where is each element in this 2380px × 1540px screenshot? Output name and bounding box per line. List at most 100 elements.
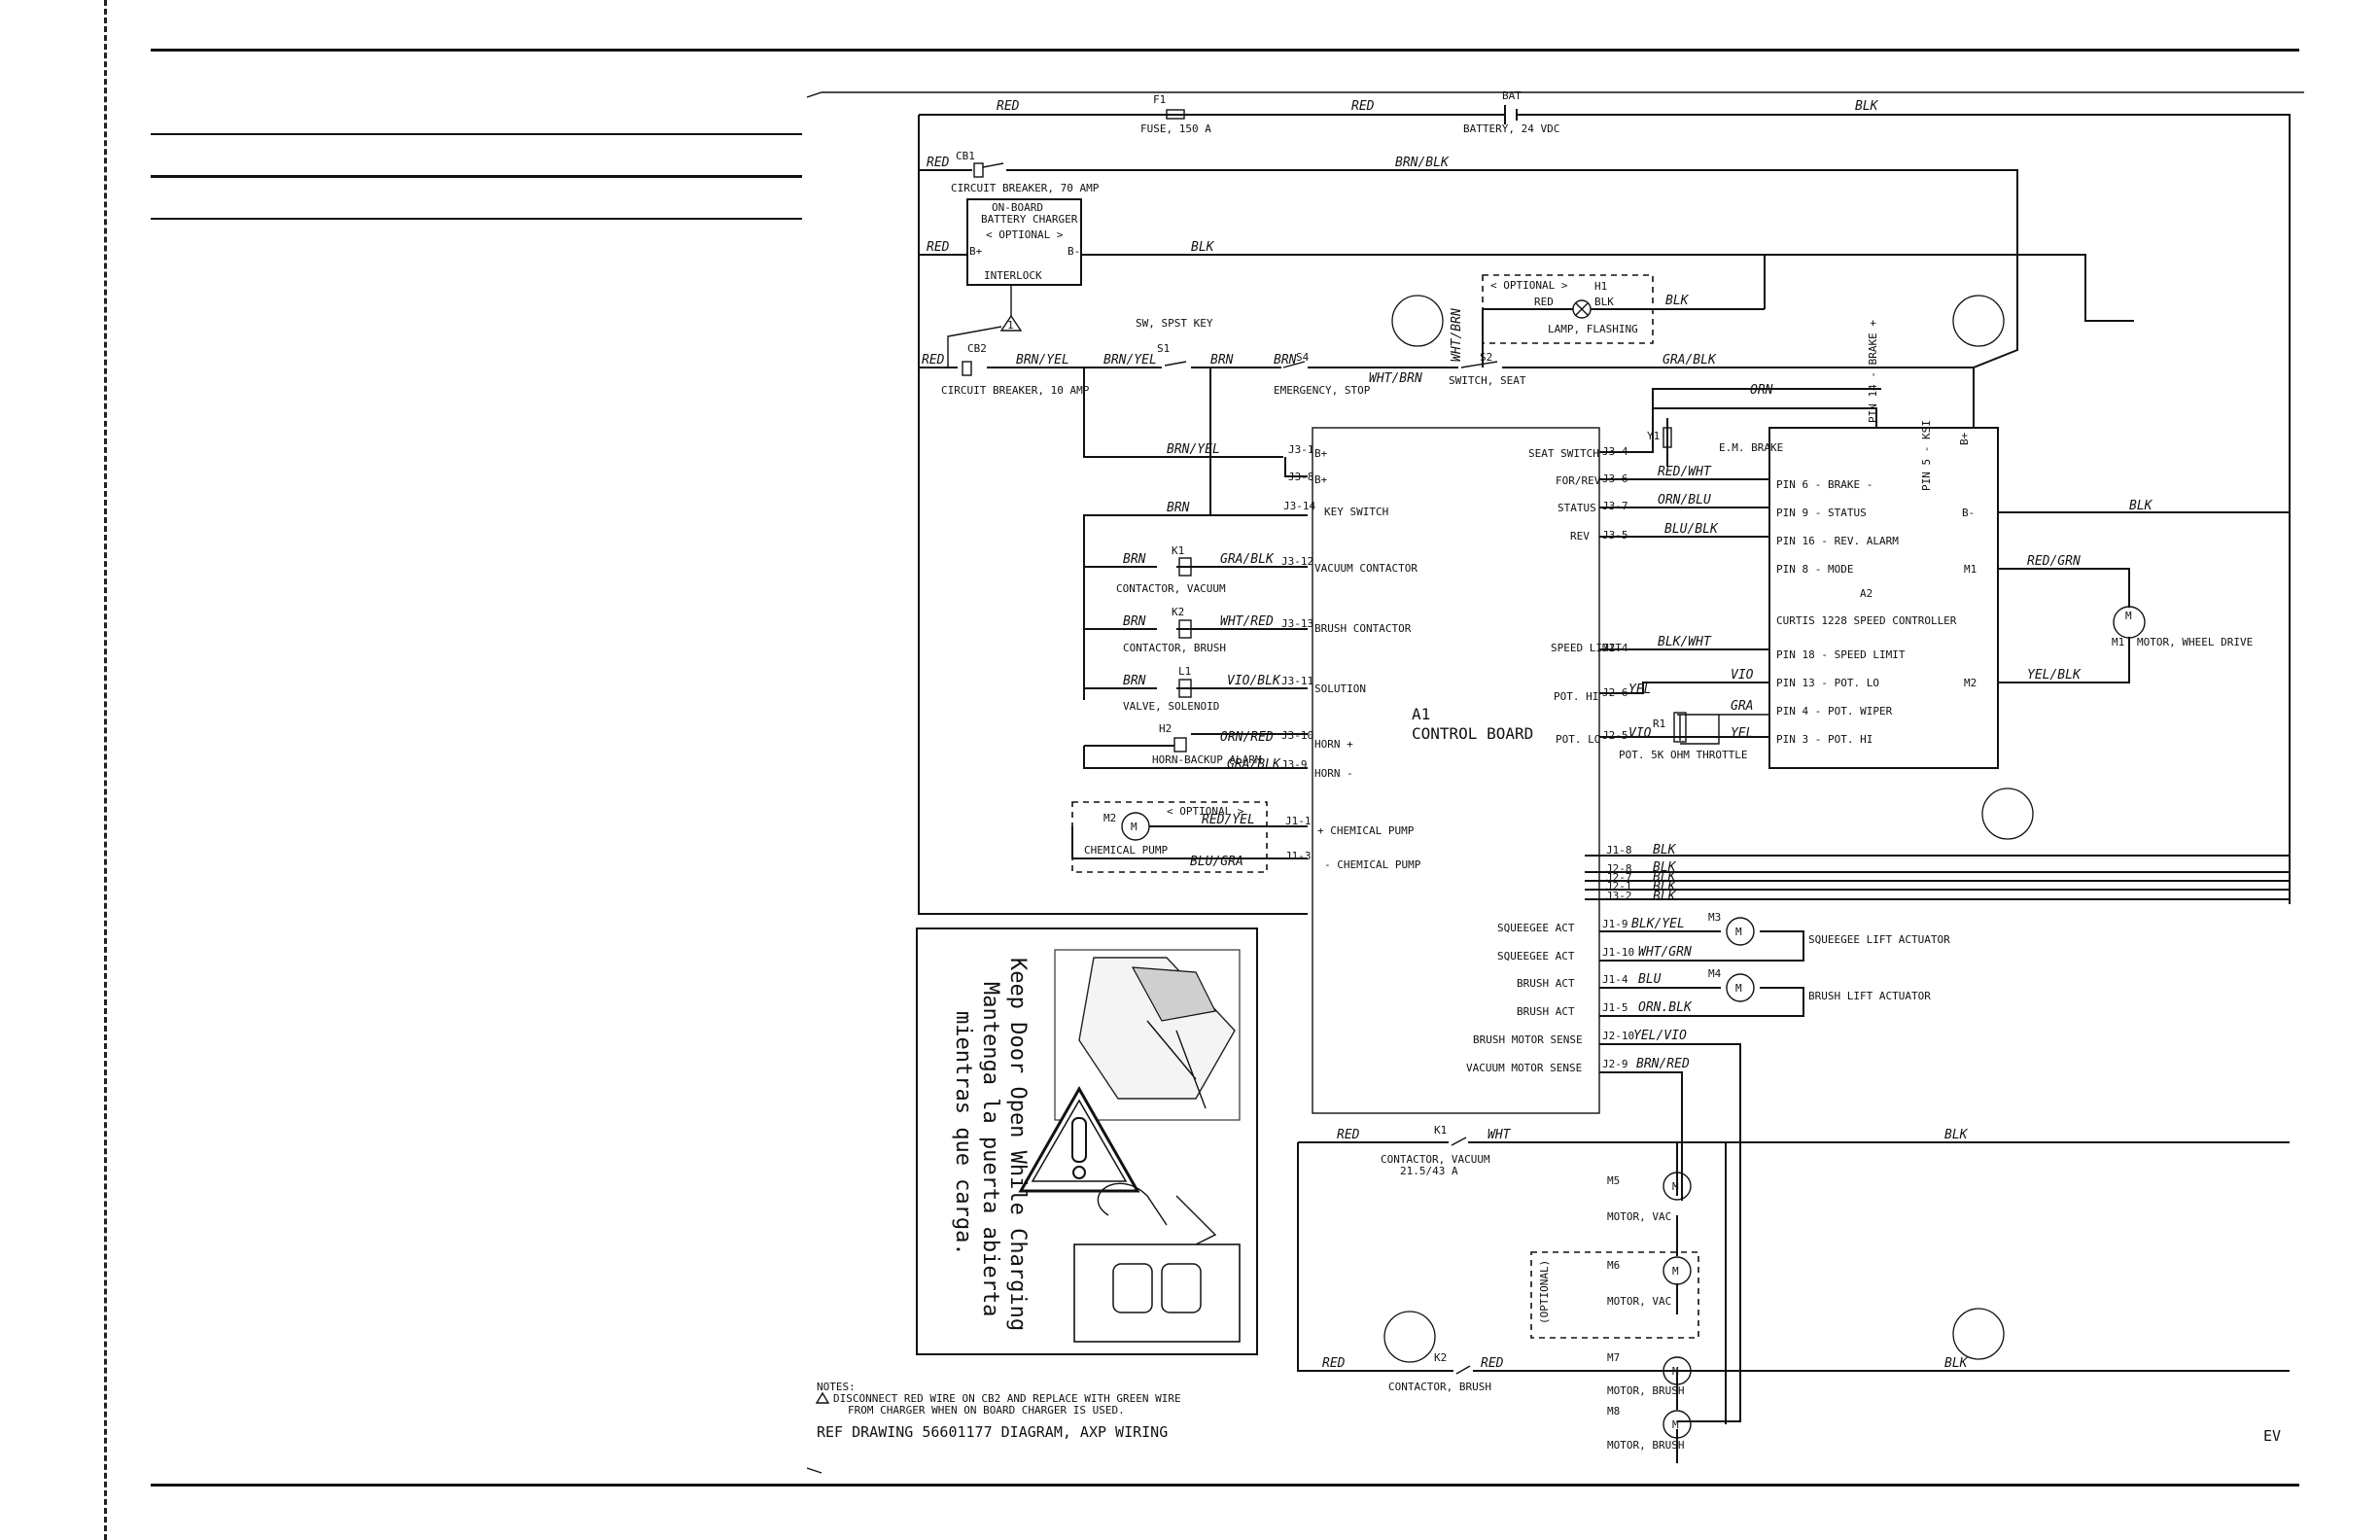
- pin-brush-contactor: BRUSH CONTACTOR: [1314, 622, 1412, 635]
- pin-vacuum-contactor: VACUUM CONTACTOR: [1314, 562, 1418, 575]
- svg-text:M: M: [1735, 926, 1742, 938]
- wire-label-red: RED: [927, 156, 950, 170]
- k1-power-rating: 21.5/43 A: [1400, 1165, 1458, 1177]
- wire-label-brn: BRN: [1123, 674, 1146, 688]
- k1-label: CONTACTOR, VACUUM: [1116, 582, 1226, 595]
- pin-j1-3: J1-3: [1285, 850, 1312, 862]
- wire-label-red-yel: RED/YEL: [1202, 813, 1255, 827]
- pin-j2-10: J2-10: [1602, 1030, 1634, 1042]
- charger-bminus: B-: [1068, 245, 1080, 258]
- wire-label-brn: BRN: [1123, 552, 1146, 567]
- a2-pin-18: PIN 18 - SPEED LIMIT: [1776, 648, 1906, 661]
- m6-optional-box: [1530, 1251, 1699, 1339]
- wire-label-vio-blk: VIO/BLK: [1227, 674, 1281, 688]
- pin-horn-minus: HORN -: [1314, 767, 1353, 780]
- board-squeegee-act-1: SQUEEGEE ACT: [1497, 922, 1575, 934]
- a2-pin-4: PIN 4 - POT. WIPER: [1776, 705, 1893, 718]
- pin-chemical-pump-plus: + CHEMICAL PUMP: [1317, 824, 1415, 837]
- wire-label-red: RED: [1322, 1356, 1346, 1371]
- svg-text:M: M: [1735, 982, 1742, 995]
- svg-text:M: M: [1672, 1365, 1679, 1378]
- board-pot-lo: POT. LO: [1556, 733, 1600, 746]
- wire-label-blk: BLK: [1665, 294, 1690, 308]
- sidebar-rule-1: [151, 133, 802, 135]
- wire-label-gra-blk: GRA/BLK: [1662, 353, 1717, 368]
- mounting-hole: [1952, 295, 2005, 347]
- pin-j1-9: J1-9: [1602, 918, 1628, 930]
- pin-j3-5: J3-5: [1602, 529, 1628, 542]
- board-pot-hi: POT. HI: [1554, 690, 1598, 703]
- wire-label-gra-blk: GRA/BLK: [1227, 757, 1281, 772]
- wire-label-orn-blu: ORN/BLU: [1658, 493, 1711, 508]
- wire-label-blk: BLK: [1944, 1356, 1969, 1371]
- lamp-label: LAMP, FLASHING: [1548, 323, 1638, 335]
- pin-j2-7: J2-7: [1606, 871, 1632, 884]
- pin-horn-plus: HORN +: [1314, 738, 1353, 751]
- lamp-blk: BLK: [1594, 296, 1614, 308]
- wire-label-red-wht: RED/WHT: [1658, 465, 1712, 479]
- notes-line-2: FROM CHARGER WHEN ON BOARD CHARGER IS US…: [848, 1404, 1125, 1417]
- wire-label-wht: WHT: [1488, 1128, 1512, 1142]
- charger-interlock: INTERLOCK: [984, 269, 1042, 282]
- wire-label-brn: BRN: [1167, 501, 1190, 515]
- pin-j2-5: J2-5: [1602, 729, 1628, 742]
- mounting-hole: [1981, 788, 2034, 840]
- wire-label-blu-gra: BLU/GRA: [1190, 855, 1243, 869]
- m6-label: MOTOR, VAC: [1607, 1295, 1671, 1308]
- cb2-label: CIRCUIT BREAKER, 10 AMP: [941, 384, 1090, 397]
- pin-j3-2: J3-2: [1606, 890, 1632, 902]
- wire-label-orn: ORN: [1750, 383, 1773, 398]
- wire-label-gra: GRA: [1731, 699, 1753, 714]
- header-rule: [151, 49, 2299, 52]
- horn-ref: H2: [1159, 722, 1172, 735]
- k1-ref: K1: [1172, 544, 1184, 557]
- key-switch-ref: S1: [1157, 342, 1170, 355]
- warning-line-3: mientras que carga.: [951, 1011, 975, 1256]
- wire-label-vio: VIO: [1628, 726, 1652, 741]
- fuse-label: FUSE, 150 A: [1140, 122, 1211, 135]
- a2-pin-3: PIN 3 - POT. HI: [1776, 733, 1872, 746]
- pin-j3-12: J3-12: [1281, 555, 1313, 568]
- pin-solution: SOLUTION: [1314, 682, 1366, 695]
- a2-pin-14: PIN 14 - BRAKE +: [1867, 320, 1879, 423]
- warning-line-2: Mantenga la puerta abierta: [978, 982, 1002, 1316]
- m6-optional: (OPTIONAL): [1538, 1260, 1551, 1324]
- estop-label: EMERGENCY, STOP: [1274, 384, 1371, 397]
- cb2-ref: CB2: [967, 342, 987, 355]
- wire-label-blk: BLK: [1944, 1128, 1969, 1142]
- pin-j3-9: J3-9: [1281, 758, 1308, 771]
- wire-label-yel: YEL: [1628, 682, 1651, 697]
- a2-label: CURTIS 1228 SPEED CONTROLLER: [1776, 614, 1957, 627]
- l1-ref: L1: [1178, 665, 1191, 678]
- key-switch-label: SW, SPST KEY: [1136, 317, 1213, 330]
- board-brush-act-2: BRUSH ACT: [1517, 1005, 1575, 1018]
- control-board-box: [1312, 427, 1600, 1114]
- m8-label: MOTOR, BRUSH: [1607, 1439, 1684, 1452]
- wire-label-orn-blk: ORN.BLK: [1638, 1000, 1693, 1015]
- board-vacuum-motor-sense: VACUUM MOTOR SENSE: [1466, 1062, 1582, 1074]
- k2-ref: K2: [1172, 606, 1184, 618]
- control-board-ref: A1: [1412, 705, 1430, 723]
- wheel-motor-label: MOTOR, WHEEL DRIVE: [2137, 636, 2253, 648]
- mounting-hole: [1952, 1308, 2005, 1360]
- board-status: STATUS: [1558, 502, 1596, 514]
- mounting-hole: [1383, 1311, 1436, 1363]
- wheel-motor-ref: M1: [2112, 636, 2124, 648]
- k2-power-ref: K2: [1434, 1351, 1447, 1364]
- wire-label-blk: BLK: [1653, 870, 1677, 885]
- svg-text:M: M: [1131, 821, 1138, 833]
- pin-key-switch-label: KEY SWITCH: [1324, 506, 1388, 518]
- pin-j2-1: J2-1: [1606, 880, 1632, 892]
- cb1-ref: CB1: [956, 150, 975, 162]
- wire-label-blk: BLK: [1191, 240, 1215, 255]
- wire-label-brn-blk: BRN/BLK: [1395, 156, 1450, 170]
- m3-ref: M3: [1708, 911, 1721, 924]
- lamp-red: RED: [1534, 296, 1554, 308]
- a2-m2: M2: [1964, 677, 1977, 689]
- wire-label-wht-grn: WHT/GRN: [1638, 945, 1692, 960]
- wire-label-vio: VIO: [1731, 668, 1754, 682]
- wire-label-blk-yel: BLK/YEL: [1631, 917, 1685, 931]
- chemical-pump-optional: < OPTIONAL >: [1167, 805, 1244, 818]
- board-for-rev: FOR/REV: [1556, 474, 1601, 487]
